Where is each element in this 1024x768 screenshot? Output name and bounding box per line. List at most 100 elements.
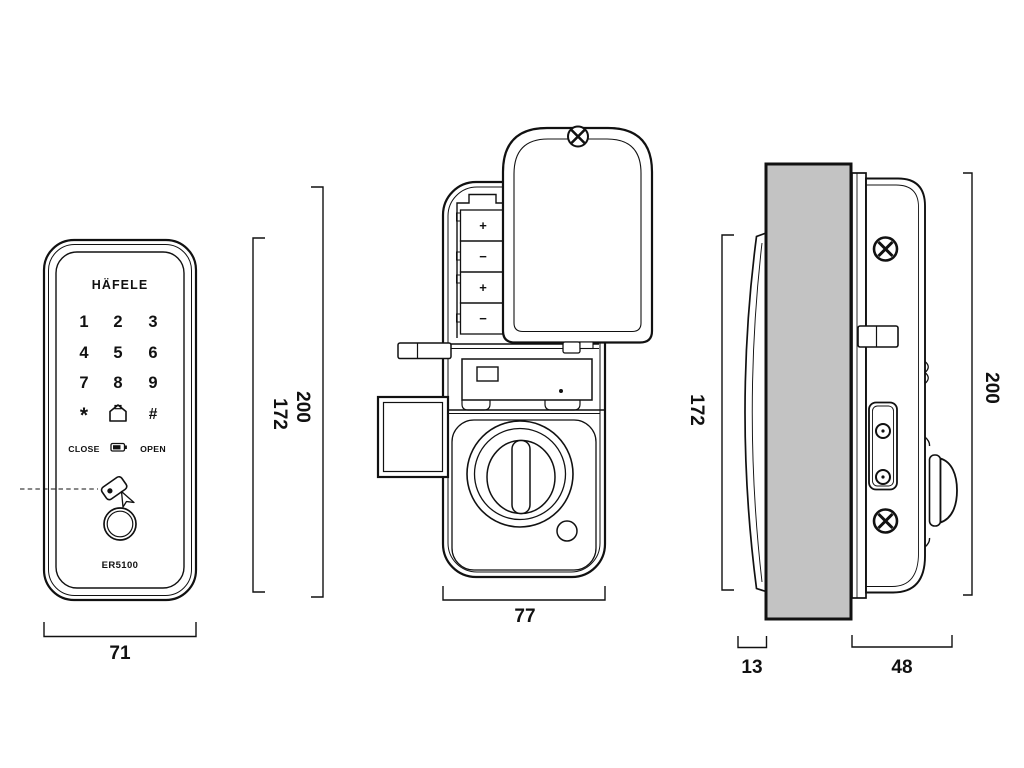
battery-sign: − bbox=[479, 249, 487, 264]
key-8: 8 bbox=[113, 374, 122, 392]
brand-logo: HÄFELE bbox=[92, 277, 149, 292]
battery-compartment-edge bbox=[456, 193, 503, 338]
thumb-turn bbox=[466, 420, 578, 542]
key-1: 1 bbox=[79, 313, 88, 331]
battery-icon bbox=[110, 442, 127, 452]
front-panel-profile bbox=[744, 232, 767, 593]
front-button-outer bbox=[103, 507, 137, 541]
side-total-height-bracket bbox=[963, 172, 973, 596]
housing-clips bbox=[924, 361, 929, 384]
latch-bolt-outline bbox=[397, 342, 452, 360]
cover-screw-cross bbox=[570, 129, 586, 144]
board-chip bbox=[476, 366, 499, 382]
home-icon bbox=[109, 404, 127, 422]
front-body-outline-mid bbox=[48, 244, 192, 596]
slot-plate-inner bbox=[872, 405, 894, 487]
front-depth-dim: 13 bbox=[741, 657, 762, 678]
control-board bbox=[461, 358, 593, 411]
bottom-screw-cross bbox=[877, 512, 894, 530]
key-2: 2 bbox=[113, 313, 122, 331]
battery-cover-outline bbox=[501, 126, 654, 344]
cover-latch-step bbox=[579, 341, 594, 350]
front-button-inner bbox=[106, 510, 134, 538]
front-total-height-dim: 200 bbox=[292, 391, 313, 423]
rear-housing-inner bbox=[866, 184, 919, 587]
knob-stem bbox=[928, 454, 942, 527]
deadbolt-inner bbox=[382, 401, 444, 473]
key-5: 5 bbox=[113, 344, 122, 362]
battery-icon-fill bbox=[113, 445, 121, 450]
knob-bulge bbox=[939, 457, 958, 524]
battery-terminal bbox=[456, 251, 461, 261]
front-width-dim: 71 bbox=[109, 643, 131, 664]
home-icon-house bbox=[109, 404, 127, 422]
phillips-screw-icon bbox=[872, 508, 899, 534]
key-9: 9 bbox=[148, 374, 157, 392]
latch-bolt bbox=[397, 342, 452, 360]
front-view: HÄFELE 1 2 3 4 5 6 7 8 9 * # CLOSE bbox=[20, 186, 324, 664]
battery-cover bbox=[501, 125, 654, 354]
side-view: 172 bbox=[686, 162, 1002, 678]
rfid-card-dot bbox=[107, 488, 113, 494]
front-total-height-bracket bbox=[311, 186, 324, 598]
knob-base-steps bbox=[924, 436, 931, 548]
back-view: + − + − bbox=[376, 125, 654, 627]
thumb-turn-profile bbox=[924, 436, 958, 548]
slot-plate-outline bbox=[868, 401, 898, 491]
key-star: * bbox=[80, 404, 89, 427]
cover-latch-tab bbox=[562, 341, 581, 354]
slot-hole-top-dot bbox=[881, 429, 885, 433]
deadbolt-outline bbox=[376, 395, 450, 479]
front-depth-bracket bbox=[737, 636, 768, 649]
status-row: CLOSE OPEN bbox=[68, 442, 166, 454]
rear-housing-outline bbox=[865, 177, 926, 594]
open-label: OPEN bbox=[140, 444, 166, 454]
side-total-height-dim: 200 bbox=[981, 372, 1002, 404]
rfid-card-body bbox=[100, 475, 128, 501]
front-panel-height-bracket bbox=[252, 237, 265, 593]
deadbolt bbox=[376, 395, 450, 479]
front-panel-height-dim: 172 bbox=[269, 398, 290, 430]
key-3: 3 bbox=[148, 313, 157, 331]
top-screw-cross bbox=[877, 240, 894, 258]
front-width-bracket bbox=[43, 622, 197, 638]
back-width-bracket bbox=[442, 586, 606, 601]
front-face-panel bbox=[55, 251, 185, 589]
back-width-dim: 77 bbox=[514, 606, 535, 627]
rear-unit bbox=[851, 172, 958, 599]
phillips-screw-icon bbox=[567, 125, 589, 148]
back-small-button bbox=[556, 520, 578, 542]
lower-module-face bbox=[451, 419, 597, 571]
battery-sign: + bbox=[479, 280, 487, 295]
rfid-card-rotated bbox=[100, 475, 128, 501]
side-latch-outline bbox=[857, 325, 899, 348]
board-plate bbox=[461, 358, 593, 401]
keypad: 1 2 3 4 5 6 7 8 9 * # bbox=[79, 313, 157, 427]
battery-cover-inner bbox=[513, 138, 642, 333]
side-panel-height-dim: 172 bbox=[686, 394, 707, 426]
adjustment-slot-plate bbox=[868, 401, 898, 491]
thumb-turn-mid-ring bbox=[473, 427, 567, 521]
front-panel-profile-outline bbox=[744, 232, 767, 593]
mounting-plate bbox=[851, 172, 867, 599]
model-label: ER5100 bbox=[102, 560, 139, 571]
battery-icon-nub bbox=[124, 445, 127, 449]
front-panel-profile-inner bbox=[751, 242, 763, 583]
rear-depth-bracket bbox=[851, 635, 953, 648]
side-latch-bolt bbox=[857, 325, 899, 348]
rear-depth-dim: 48 bbox=[891, 657, 912, 678]
battery-sign: + bbox=[479, 218, 487, 233]
side-panel-height-bracket bbox=[721, 234, 734, 591]
front-button bbox=[103, 507, 137, 541]
key-4: 4 bbox=[79, 344, 89, 362]
key-hash: # bbox=[149, 406, 158, 423]
front-body-outline bbox=[42, 238, 198, 602]
battery-terminal bbox=[456, 274, 461, 284]
battery-sign: − bbox=[479, 311, 487, 326]
battery-terminal bbox=[456, 313, 461, 323]
phillips-screw-icon bbox=[872, 236, 899, 262]
board-dot bbox=[559, 389, 563, 393]
thumb-turn-outer-ring bbox=[466, 420, 574, 528]
